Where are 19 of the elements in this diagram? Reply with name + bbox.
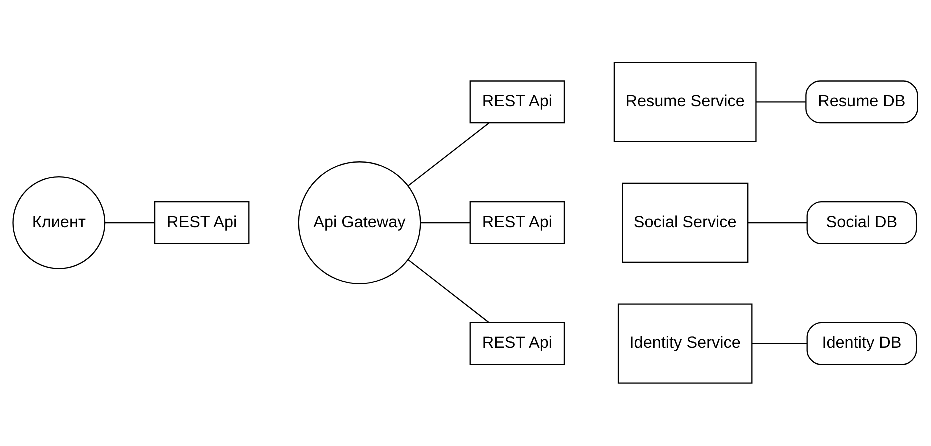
node-box: Social Service (622, 182, 749, 264)
node-box: REST Api (470, 80, 566, 124)
node-box: REST Api (470, 202, 566, 244)
connector (408, 122, 490, 187)
connector (752, 343, 808, 344)
connector (748, 222, 808, 224)
node-box: REST Api (154, 202, 250, 244)
node-box: Resume DB (806, 80, 918, 124)
node-box: REST Api (470, 322, 566, 366)
connector (105, 222, 155, 224)
node-box: Identity DB (806, 322, 918, 366)
node-box: Social DB (806, 202, 918, 244)
connector (420, 222, 470, 224)
node-box: Identity Service (618, 304, 753, 384)
node-circle: Клиент (12, 176, 106, 270)
connector (756, 102, 806, 103)
node-circle: Api Gateway (298, 162, 422, 284)
connector (408, 259, 490, 324)
node-box: Resume Service (614, 62, 757, 142)
